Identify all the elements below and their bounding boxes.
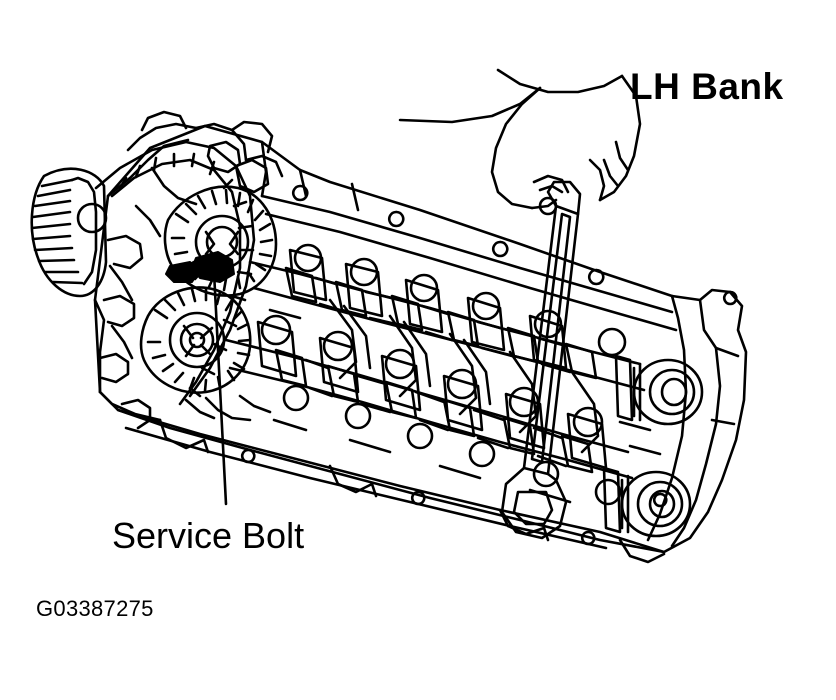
head-bottom-flange: [116, 408, 668, 564]
hand: [398, 68, 642, 216]
timing-belt-sprocket: [30, 167, 108, 298]
timing-cover-bracket: [98, 110, 284, 430]
label-figure-id: G03387275: [36, 596, 154, 621]
head-right-end: [646, 290, 740, 548]
bearing-caps: [256, 248, 608, 470]
label-service-bolt: Service Bolt: [112, 515, 305, 556]
rocker-arms: [328, 298, 600, 454]
camshaft-end-bearing-lower: [602, 466, 692, 538]
cylinder-head-outline: [93, 124, 748, 554]
wrench: [500, 180, 582, 540]
camshaft-upper: [248, 260, 646, 392]
camshaft-end-bearing-upper: [614, 354, 704, 426]
head-top-rail: [260, 140, 678, 332]
label-lh-bank: LH Bank: [630, 66, 784, 107]
